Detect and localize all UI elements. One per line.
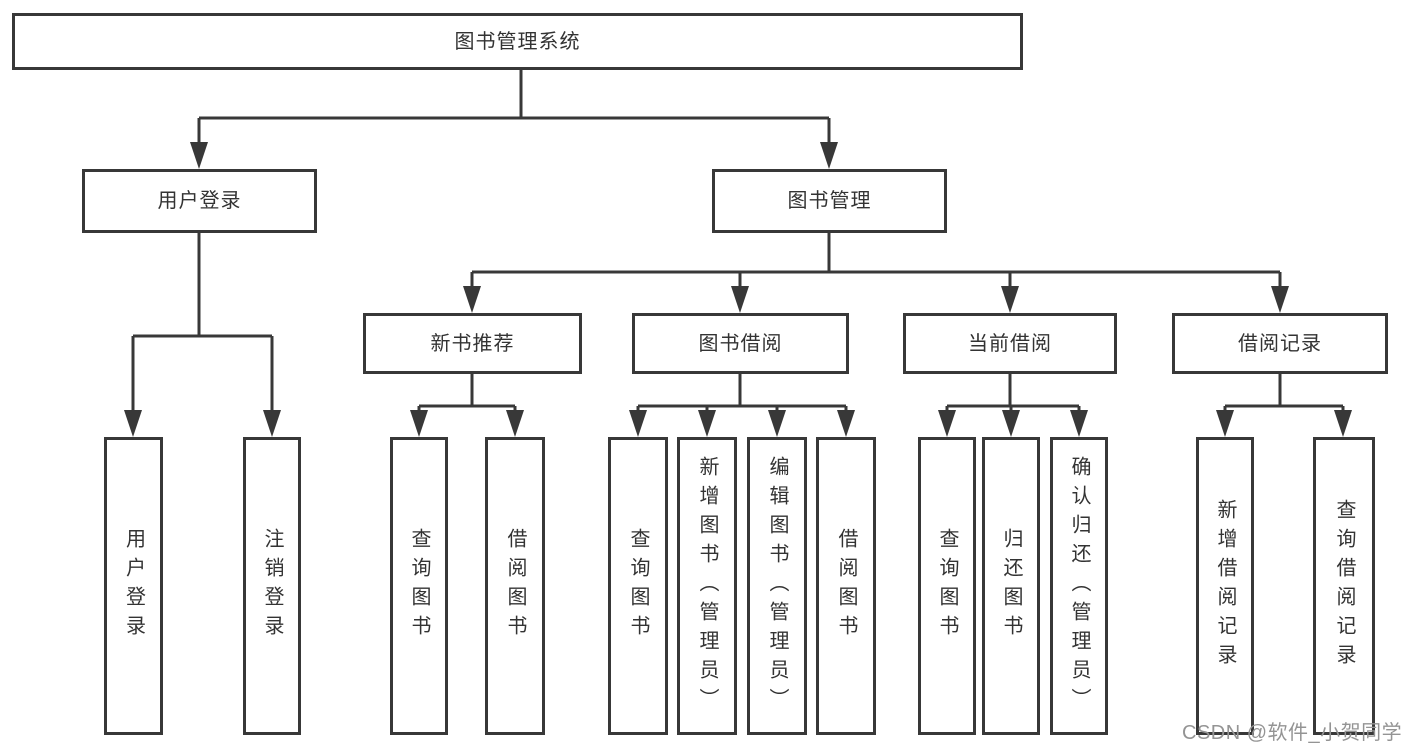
node-user-login: 用户登录 xyxy=(82,169,317,233)
leaf-borrow-books-1: 借阅图书 xyxy=(485,437,545,735)
leaf-user-login: 用户登录 xyxy=(104,437,163,735)
leaf-return-book: 归还图书 xyxy=(982,437,1040,735)
leaf-add-borrow-record: 新增借阅记录 xyxy=(1196,437,1254,735)
node-borrowing-records: 借阅记录 xyxy=(1172,313,1388,374)
leaf-logout: 注销登录 xyxy=(243,437,301,735)
node-new-book-recommend: 新书推荐 xyxy=(363,313,582,374)
leaf-query-books-2: 查询图书 xyxy=(608,437,668,735)
leaf-confirm-return-admin: 确认归还（管理员） xyxy=(1050,437,1108,735)
leaf-query-books-1: 查询图书 xyxy=(390,437,448,735)
watermark: CSDN @软件_小贺同学 xyxy=(1182,722,1403,744)
node-book-borrowing: 图书借阅 xyxy=(632,313,849,374)
leaf-edit-book-admin: 编辑图书（管理员） xyxy=(747,437,807,735)
leaf-query-borrow-record: 查询借阅记录 xyxy=(1313,437,1375,735)
node-current-borrowing: 当前借阅 xyxy=(903,313,1117,374)
leaf-add-book-admin: 新增图书（管理员） xyxy=(677,437,737,735)
leaf-borrow-books-2: 借阅图书 xyxy=(816,437,876,735)
leaf-query-books-3: 查询图书 xyxy=(918,437,976,735)
node-book-management: 图书管理 xyxy=(712,169,947,233)
node-book-management-system: 图书管理系统 xyxy=(12,13,1023,70)
